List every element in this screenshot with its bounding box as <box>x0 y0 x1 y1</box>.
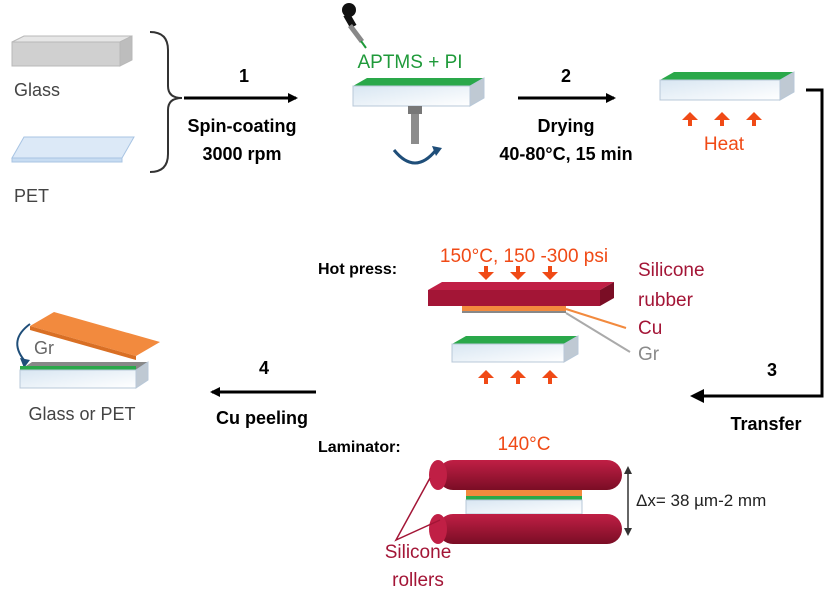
laminator-stack <box>465 490 583 515</box>
dropper-icon <box>342 3 367 49</box>
lower-roller <box>429 514 622 544</box>
silicone-rollers-label-line1: Silicone <box>385 542 452 563</box>
step-1-detail: 3000 rpm <box>202 144 281 164</box>
silicone-rubber-plate <box>428 282 614 306</box>
silicone-rubber-label-line2: rubber <box>638 290 694 311</box>
step-1-number: 1 <box>239 66 249 86</box>
cu-foil <box>462 306 566 313</box>
step-4-number: 4 <box>259 358 269 378</box>
grouping-brace <box>149 31 183 173</box>
spin-coated-substrate <box>352 77 485 107</box>
step-2-number: 2 <box>561 66 571 86</box>
silicone-rubber-label-line1: Silicone <box>638 260 705 281</box>
spin-chuck <box>408 106 422 144</box>
heated-substrate <box>659 71 795 101</box>
laminator-title: Laminator: <box>318 439 401 456</box>
hot-press-substrate <box>451 335 579 363</box>
glass-label: Glass <box>14 80 60 100</box>
press-arrows-icon <box>478 266 558 280</box>
result-substrate <box>19 361 149 389</box>
pet-label: PET <box>14 186 49 206</box>
gr-pointer <box>565 312 631 353</box>
heat-arrows-icon <box>682 112 762 126</box>
result-substrate-label: Glass or PET <box>28 404 135 424</box>
step-3-number: 3 <box>767 360 777 380</box>
heat-label: Heat <box>704 134 745 155</box>
coating-label: APTMS + PI <box>357 52 462 73</box>
peel-arrow-icon <box>16 323 31 361</box>
result-gr-label: Gr <box>34 338 54 358</box>
gr-label: Gr <box>638 344 660 365</box>
hot-press-title: Hot press: <box>318 261 397 278</box>
step-2-label: Drying <box>537 116 594 136</box>
rollers-pointer <box>394 477 441 542</box>
hot-press-conditions: 150°C, 150 -300 psi <box>440 246 608 267</box>
step-4-label: Cu peeling <box>216 408 308 428</box>
gap-label: Δx= 38 µm-2 mm <box>636 491 766 510</box>
rotation-arrow-icon <box>392 149 438 165</box>
silicone-rollers-label-line2: rollers <box>392 570 444 591</box>
step-1-label: Spin-coating <box>188 116 297 136</box>
gap-indicator <box>624 466 632 536</box>
step-3-label: Transfer <box>730 414 801 434</box>
press-heat-arrows-icon <box>478 370 558 384</box>
peeled-cu-foil <box>30 312 160 360</box>
connector-line <box>700 88 824 398</box>
glass-substrate <box>11 35 133 67</box>
cu-label: Cu <box>638 318 662 339</box>
step-2-detail: 40-80°C, 15 min <box>499 144 632 164</box>
upper-roller <box>429 460 622 490</box>
cu-pointer <box>565 308 627 329</box>
pet-substrate <box>11 136 135 163</box>
laminator-temperature: 140°C <box>497 434 550 455</box>
